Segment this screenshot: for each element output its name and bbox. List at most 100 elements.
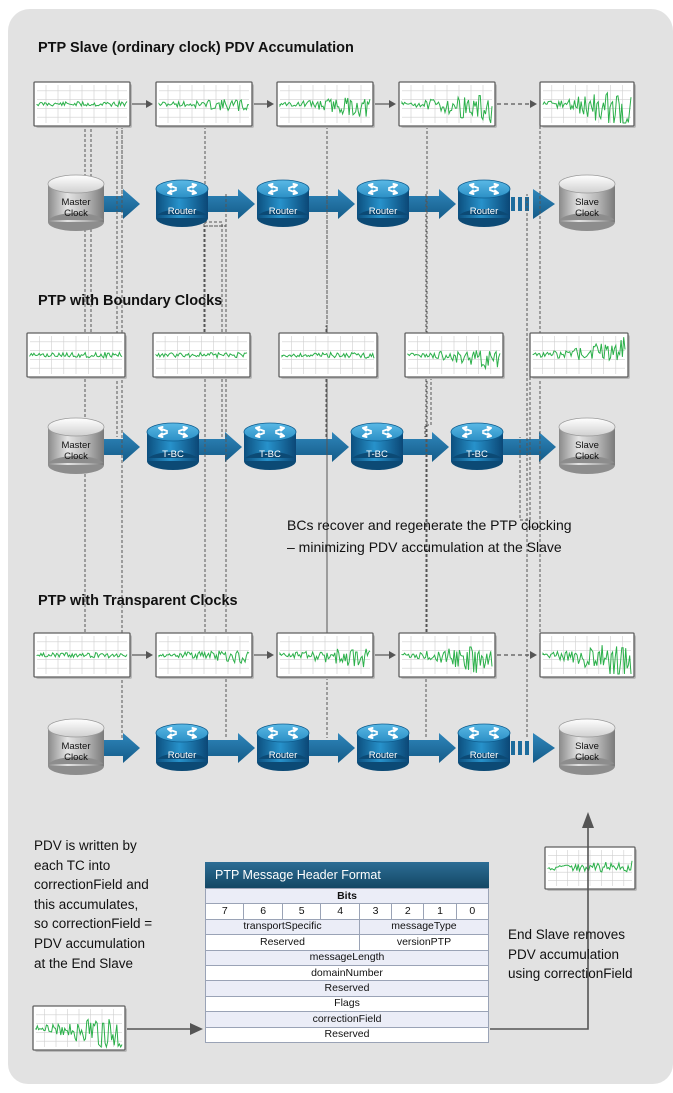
device-label: Clock: [64, 451, 88, 462]
bit-number: 5: [281, 903, 322, 920]
pdv-note-line: this accumulates,: [34, 896, 139, 912]
pdv-note-line: at the End Slave: [34, 955, 134, 971]
ptp-header-format-table: PTP Message Header Format Bits 7 6 5 4 3…: [204, 862, 490, 1043]
connector-line: [526, 526, 541, 738]
connector-line: [526, 126, 541, 528]
arrow-icon: [511, 741, 515, 755]
device-label: Router: [269, 206, 298, 217]
pdv-note-line: PDV is written by: [34, 838, 137, 853]
router-icon: T-BC: [450, 422, 504, 470]
connector-arrow: [190, 1023, 203, 1035]
arrow-icon: [305, 733, 355, 763]
router-icon: Router: [457, 179, 511, 227]
connector-line: [84, 121, 123, 738]
end-slave-note-line: PDV accumulation: [508, 946, 620, 962]
arrow-icon: [518, 197, 522, 211]
router-icon: Router: [356, 179, 410, 227]
arrow-icon: [405, 733, 456, 763]
connector-arrow: [389, 100, 396, 108]
section-title-boundary-clocks: PTP with Boundary Clocks: [38, 293, 223, 309]
device-label: Router: [168, 750, 197, 761]
router-icon: T-BC: [243, 422, 297, 470]
connector-arrow: [530, 651, 537, 659]
arrow-icon: [518, 741, 522, 755]
pdv-waveform-icon: [32, 1005, 127, 1052]
pdv-note-line: PDV accumulation: [34, 935, 146, 951]
device-label: Slave: [575, 197, 599, 208]
field-reserved: Reserved: [205, 1026, 489, 1043]
pdv-waveform-icon: [33, 81, 132, 128]
bc-note: BCs recover and regenerate the PTP clock…: [287, 514, 572, 558]
pdv-waveform-icon: [544, 846, 637, 891]
pdv-waveform-icon: [529, 332, 630, 379]
device-label: Router: [470, 750, 499, 761]
router-icon: Router: [256, 723, 310, 771]
device-label: T-BC: [162, 449, 184, 460]
router-icon: T-BC: [146, 422, 200, 470]
router-icon: Router: [457, 723, 511, 771]
connector-line: [204, 225, 227, 738]
arrow-icon: [511, 197, 515, 211]
device-label: Router: [369, 750, 398, 761]
device-label: Clock: [575, 752, 599, 763]
field-correction-field: correctionField: [205, 1011, 489, 1028]
connector-line: [425, 425, 428, 738]
field-transport-specific: transportSpecific: [205, 918, 360, 936]
pdv-waveform-icon: [276, 632, 375, 679]
connector-arrow: [490, 826, 589, 1030]
connector-line: [90, 116, 118, 437]
pdv-note-line: so correctionField =: [34, 916, 153, 932]
bc-note-line: – minimizing PDV accumulation at the Sla…: [287, 539, 562, 555]
arrow-icon: [525, 741, 529, 755]
device-label: Clock: [64, 752, 88, 763]
pdv-waveform-icon: [155, 632, 254, 679]
bc-note-line: BCs recover and regenerate the PTP clock…: [287, 517, 572, 533]
field-reserved: Reserved: [205, 934, 360, 951]
connector-arrow: [146, 651, 153, 659]
device-label: T-BC: [466, 449, 488, 460]
section-title-slave-pdv: PTP Slave (ordinary clock) PDV Accumulat…: [38, 40, 354, 56]
pdv-waveform-icon: [539, 81, 636, 128]
end-slave-note: End Slave removes PDV accumulation using…: [508, 925, 633, 984]
connector-arrow: [389, 651, 396, 659]
end-slave-note-line: using correctionField: [508, 966, 633, 982]
field-message-length: messageLength: [205, 949, 489, 966]
arrow-icon: [305, 189, 355, 219]
pdv-waveform-icon: [276, 81, 375, 128]
device-label: Router: [168, 206, 197, 217]
router-icon: Router: [256, 179, 310, 227]
device-label: Master: [61, 440, 90, 451]
field-message-type: messageType: [358, 918, 490, 936]
bit-number: 3: [358, 903, 393, 920]
device-label: T-BC: [366, 449, 388, 460]
arrow-icon: [533, 189, 555, 219]
header-table-grid: Bits 7 6 5 4 3 2 1 0 transportSpecific m…: [204, 887, 490, 1043]
end-slave-note-line: End Slave removes: [508, 927, 626, 942]
device-label: Clock: [64, 208, 88, 219]
device-label: Router: [269, 750, 298, 761]
bit-number: 1: [423, 903, 457, 920]
connector-arrow: [530, 100, 537, 108]
arrow-icon: [292, 432, 349, 462]
router-icon: T-BC: [350, 422, 404, 470]
connector-arrow: [146, 100, 153, 108]
bit-number: 2: [391, 903, 425, 920]
pdv-waveform-icon: [155, 81, 254, 128]
device-label: Clock: [575, 208, 599, 219]
bit-number: 6: [243, 903, 283, 920]
arrow-icon: [195, 432, 242, 462]
connector-line: [424, 377, 432, 437]
pdv-waveform-icon: [398, 81, 497, 128]
arrow-icon: [499, 432, 556, 462]
device-label: Slave: [575, 440, 599, 451]
pdv-waveform-icon: [152, 332, 252, 379]
bits-label: Bits: [205, 887, 489, 905]
connector-line: [203, 221, 223, 437]
section-title-transparent-clocks: PTP with Transparent Clocks: [38, 593, 238, 609]
device-label: Master: [61, 741, 90, 752]
